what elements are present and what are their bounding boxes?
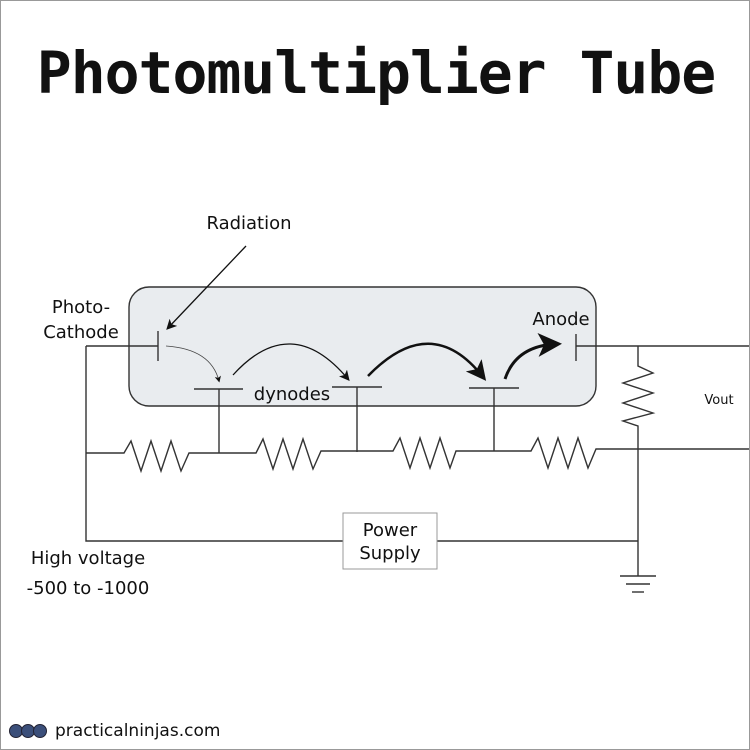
electron-arrow-2 [232, 343, 350, 381]
page-title: Photomultiplier Tube [37, 39, 715, 107]
load-resistor [620, 346, 656, 576]
dynode-2 [332, 386, 382, 452]
power-supply-label-1: Power [363, 520, 418, 541]
dynodes-label: dynodes [254, 384, 330, 405]
photocathode-label-1: Photo- [52, 297, 110, 318]
footer-brand: practicalninjas.com [9, 721, 220, 741]
site-name: practicalninjas.com [55, 721, 221, 741]
power-supply-box [342, 512, 438, 570]
electron-arrow-4 [503, 332, 562, 380]
vout-label: Vout [704, 393, 733, 408]
electron-arrow-3 [367, 342, 487, 381]
hv-wire [85, 346, 343, 542]
anode-label: Anode [532, 309, 589, 330]
dynode-3 [469, 387, 519, 451]
tube-envelope [128, 286, 597, 407]
radiation-arrow [166, 245, 247, 330]
divider-resistor-chain [86, 435, 749, 474]
dynode-1 [194, 388, 243, 453]
power-supply-label-2: Supply [359, 543, 421, 564]
radiation-label: Radiation [206, 213, 291, 234]
electron-arrow-1 [165, 345, 221, 383]
ninja-logo-icon [9, 724, 47, 738]
high-voltage-label-1: High voltage [31, 548, 145, 569]
high-voltage-label-2: -500 to -1000 [27, 578, 150, 599]
photocathode-label-2: Cathode [43, 322, 119, 343]
ground-icon [620, 575, 656, 593]
